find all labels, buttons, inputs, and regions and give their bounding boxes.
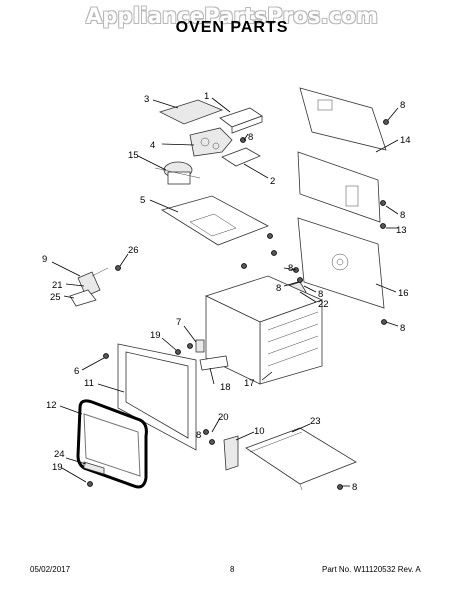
callout-9: 9 <box>42 254 47 265</box>
callout-6: 6 <box>74 366 79 377</box>
callout-5: 5 <box>140 195 145 206</box>
part-17-oven-cavity <box>204 275 324 385</box>
callout-26: 26 <box>128 245 139 256</box>
footer-page-number: 8 <box>230 565 235 574</box>
callout-20: 20 <box>218 412 229 423</box>
callout-8: 8 <box>400 100 405 111</box>
part-3-panel <box>158 99 224 125</box>
callout-7: 7 <box>176 317 181 328</box>
part-10-hinge <box>223 435 239 471</box>
callout-1: 1 <box>204 91 209 102</box>
callout-24: 24 <box>54 449 65 460</box>
part-16-back-wall <box>297 217 385 309</box>
watermark: AppliancePartsPros.com <box>85 4 379 28</box>
callout-8: 8 <box>400 210 405 221</box>
callout-22: 22 <box>318 299 329 310</box>
callout-labels: 3 1 8 4 2 15 5 8 14 8 13 26 9 8 8 8 16 2… <box>42 91 411 493</box>
footer-date: 05/02/2017 <box>30 565 71 574</box>
part-25-gasket <box>69 289 97 307</box>
callout-10: 10 <box>254 426 265 437</box>
part-12-door-seal <box>76 399 148 489</box>
part-11-door-frame <box>117 343 197 451</box>
callout-8: 8 <box>248 132 253 143</box>
callout-8: 8 <box>288 263 293 274</box>
callout-11: 11 <box>84 378 94 389</box>
part-5-top-cover <box>161 195 269 246</box>
callout-13: 13 <box>396 225 407 236</box>
part-23-rack <box>245 427 357 491</box>
callout-4: 4 <box>150 140 155 151</box>
callout-16: 16 <box>398 288 409 299</box>
callout-18: 18 <box>220 382 231 393</box>
callout-3: 3 <box>144 94 149 105</box>
part-14-rear-panel <box>299 87 387 151</box>
callout-25: 25 <box>50 292 61 303</box>
leader-lines <box>51 97 399 487</box>
callout-21: 21 <box>52 280 63 291</box>
screws <box>87 119 389 490</box>
part-18-bracket <box>199 355 229 371</box>
callout-8: 8 <box>352 482 357 493</box>
part-24-clip <box>83 461 105 475</box>
callout-19: 19 <box>52 462 63 473</box>
part-15-fan-motor <box>154 161 201 185</box>
callout-2: 2 <box>270 176 275 187</box>
part-2-plate <box>221 147 261 167</box>
callout-8: 8 <box>196 430 201 441</box>
callout-8: 8 <box>276 283 281 294</box>
callout-23: 23 <box>310 416 321 427</box>
callout-15: 15 <box>128 150 139 161</box>
part-7-socket <box>195 339 205 353</box>
part-13-duct-panel <box>297 151 381 223</box>
footer-part-number: Part No. W11120532 Rev. A <box>322 565 421 574</box>
callout-17: 17 <box>244 378 255 389</box>
callout-14: 14 <box>400 135 411 146</box>
part-4-module <box>189 127 233 157</box>
part-21-lamp <box>77 271 101 297</box>
page-title: OVEN PARTS <box>175 19 289 36</box>
callout-12: 12 <box>46 400 57 411</box>
callout-8: 8 <box>400 323 405 334</box>
callout-8: 8 <box>318 289 323 300</box>
callout-19: 19 <box>150 330 161 341</box>
